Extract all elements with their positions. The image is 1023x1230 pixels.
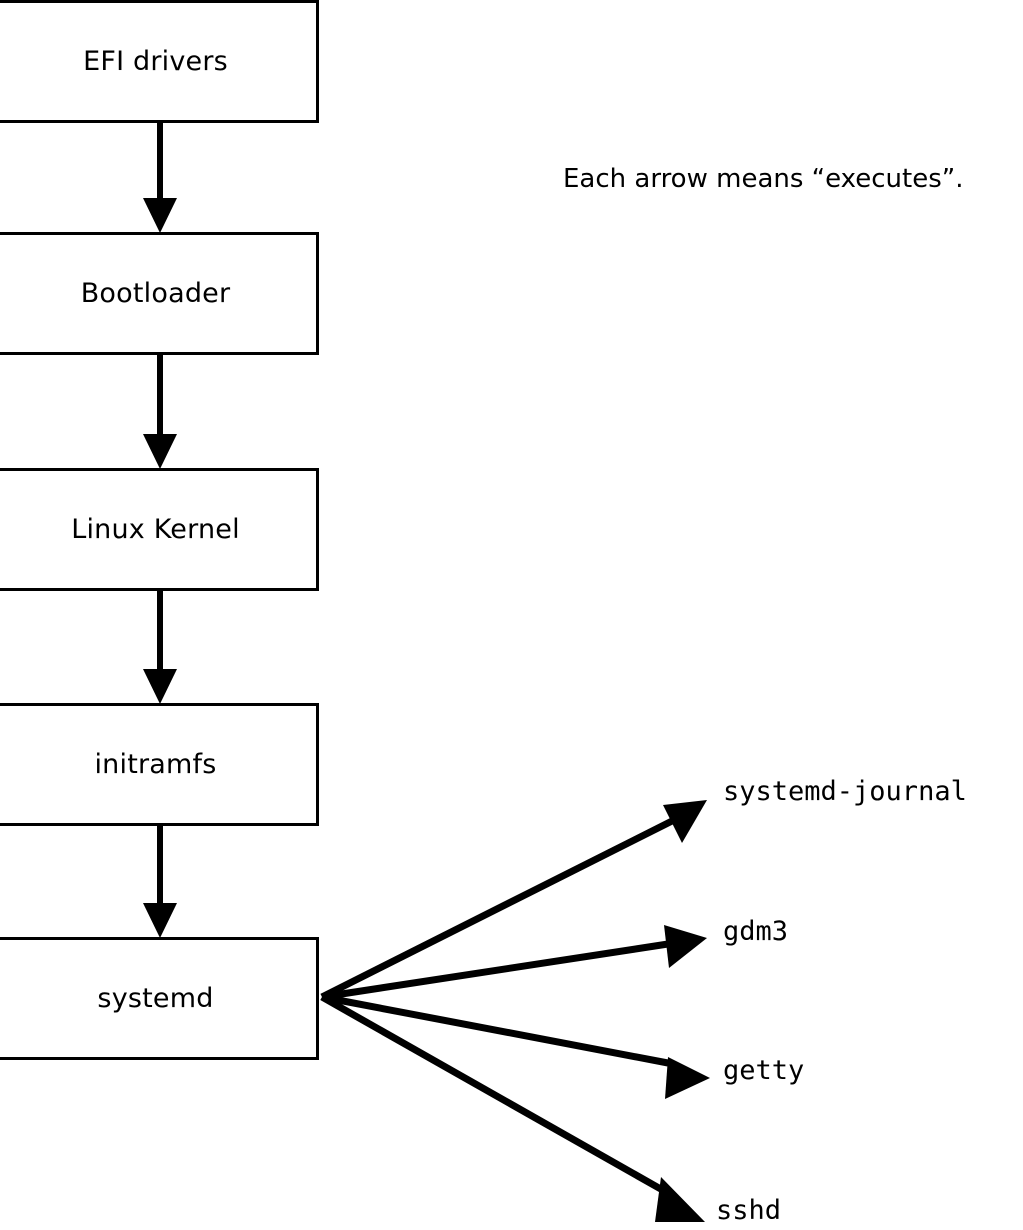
legend-note: Each arrow means “executes”. [563,164,964,194]
box-initramfs: initramfs [0,706,316,823]
process-label-sshd: sshd [716,1195,782,1226]
arrow-systemd-to-systemd-journal [320,800,707,1001]
box-label-efi-drivers: EFI drivers [83,46,228,77]
box-label-linux-kernel: Linux Kernel [71,514,240,545]
box-systemd: systemd [0,940,316,1057]
arrow-efi-drivers-to-bootloader [143,120,177,233]
arrow-bootloader-to-linux-kernel [143,352,177,469]
box-label-bootloader: Bootloader [80,278,231,309]
arrow-linux-kernel-to-initramfs [143,588,177,704]
process-label-gdm3: gdm3 [723,916,789,947]
arrow-initramfs-to-systemd [143,823,177,938]
arrow-systemd-to-getty [321,993,710,1099]
arrow-systemd-to-sshd [320,993,705,1222]
box-label-initramfs: initramfs [94,749,217,780]
box-efi-drivers: EFI drivers [0,3,316,120]
arrow-systemd-to-gdm3 [321,925,707,1001]
process-label-systemd-journal: systemd-journal [723,776,967,807]
box-linux-kernel: Linux Kernel [0,471,316,588]
process-label-getty: getty [723,1055,805,1086]
box-label-systemd: systemd [97,983,214,1014]
box-bootloader: Bootloader [0,235,316,352]
